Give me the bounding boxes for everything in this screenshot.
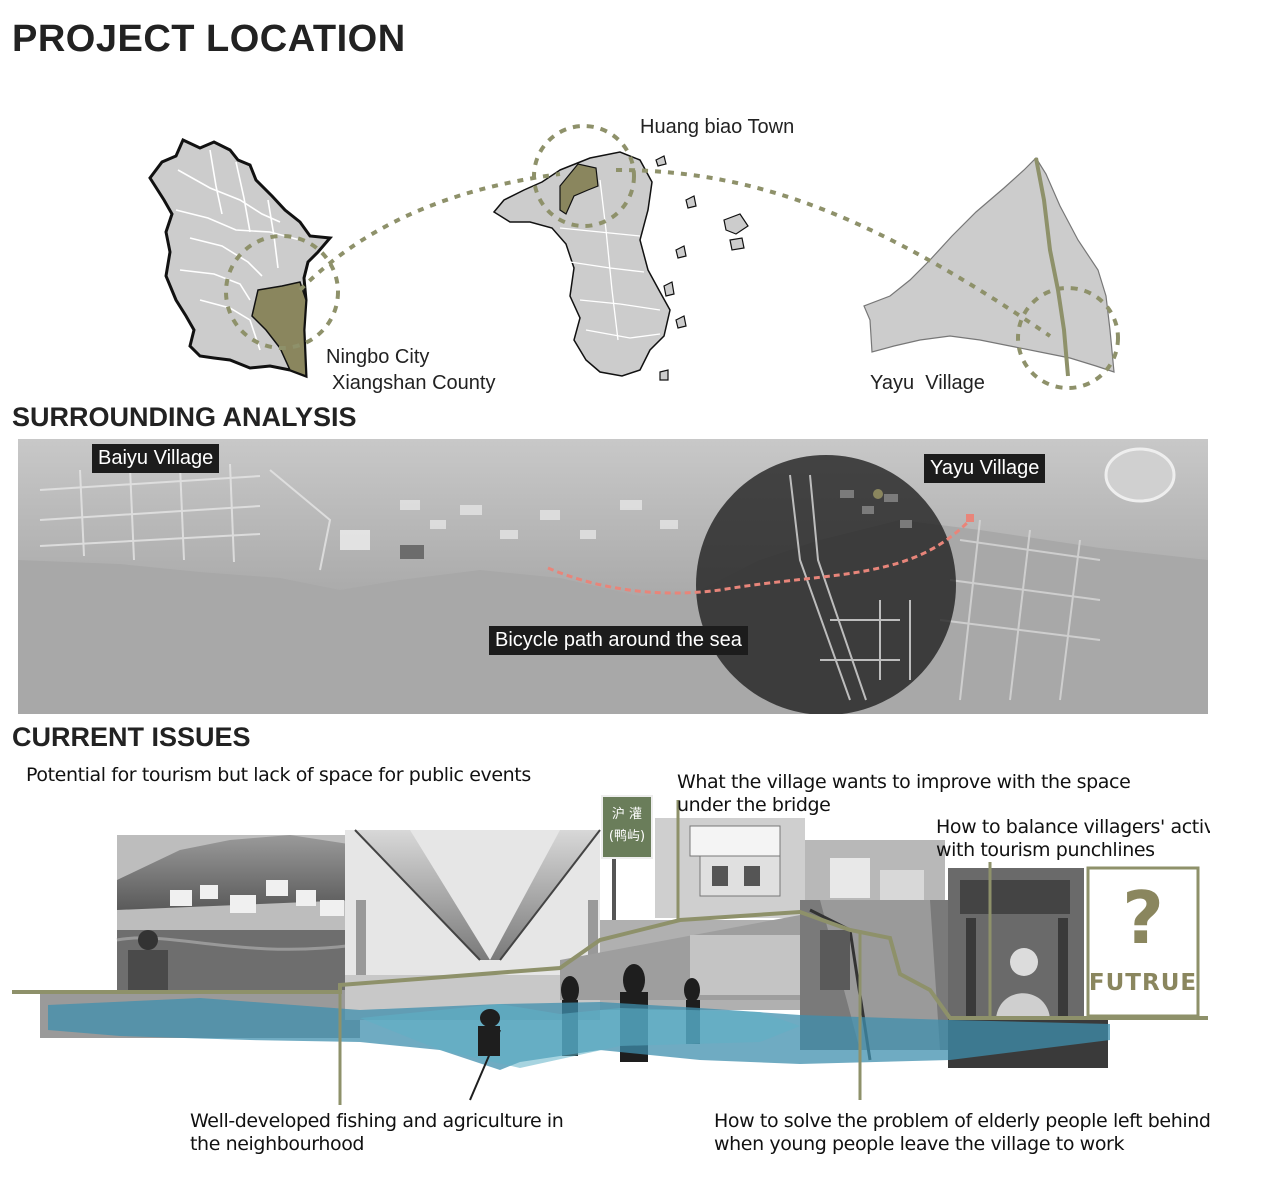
town-label: Huang biao Town: [640, 116, 795, 138]
fisherman-figure: [469, 1009, 501, 1101]
issue-tourism-space: Potential for tourism but lack of space …: [26, 764, 531, 786]
county-map: [148, 137, 340, 379]
page-title: PROJECT LOCATION: [12, 18, 406, 60]
county-label-county: Xiangshan County: [332, 372, 496, 394]
tag-baiyu-village: Baiyu Village: [92, 444, 220, 473]
photo-elder-pavilion: [948, 868, 1108, 1068]
tag-bicycle-path: Bicycle path around the sea: [489, 626, 748, 655]
photo-village-building: [655, 818, 945, 920]
sign-text-1: 沪 灌: [611, 807, 643, 822]
photo-under-bridge: [345, 829, 601, 1020]
bicycle-path: [547, 518, 972, 595]
town-map: [492, 124, 749, 381]
future-question-mark: ?: [1122, 876, 1164, 960]
photo-village-hills: [116, 835, 356, 995]
village-road: [1034, 157, 1070, 377]
future-label: FUTRUE: [1088, 970, 1198, 996]
county-label-city: Ningbo City: [326, 346, 430, 368]
issue-balance-tourism-line1: How to balance villagers' activitie: [936, 816, 1210, 838]
surrounding-title: SURROUNDING ANALYSIS: [12, 402, 357, 432]
village-map: [863, 157, 1120, 390]
issue-elderly-line1: How to solve the problem of elderly peop…: [714, 1110, 1211, 1132]
issue-fishing-agriculture-line1: Well-developed fishing and agriculture i…: [190, 1110, 564, 1132]
water-band: [48, 998, 1110, 1070]
focus-circle: [696, 455, 956, 714]
timeline-line: [12, 909, 1208, 1020]
issue-bridge-space-line2: under the bridge: [677, 794, 831, 816]
issue-balance-tourism-line2: with tourism punchlines: [936, 839, 1155, 861]
issue-elderly-line2: when young people leave the village to w…: [714, 1133, 1125, 1155]
issues-title: CURRENT ISSUES: [12, 722, 251, 752]
issue-fishing-agriculture: Well-developed fishing and agriculture i…: [190, 1110, 564, 1156]
photo-path-railing: [800, 900, 950, 1061]
issue-bridge-space: What the village wants to improve with t…: [677, 771, 1131, 817]
issue-fishing-agriculture-line2: the neighbourhood: [190, 1133, 365, 1155]
tag-yayu-village: Yayu Village: [924, 454, 1046, 483]
sign-text-2: (鸭屿): [608, 829, 646, 844]
village-label: Yayu Village: [870, 372, 985, 394]
issue-elderly-left-behind: How to solve the problem of elderly peop…: [714, 1110, 1211, 1156]
photo-people-walking: [560, 915, 800, 1062]
town-highlight: [559, 163, 599, 215]
issue-balance-tourism: How to balance villagers' activitie with…: [936, 816, 1210, 862]
location-map: [148, 124, 1120, 390]
county-highlight: [251, 281, 307, 378]
issue-bridge-space-line1: What the village wants to improve with t…: [677, 771, 1131, 793]
